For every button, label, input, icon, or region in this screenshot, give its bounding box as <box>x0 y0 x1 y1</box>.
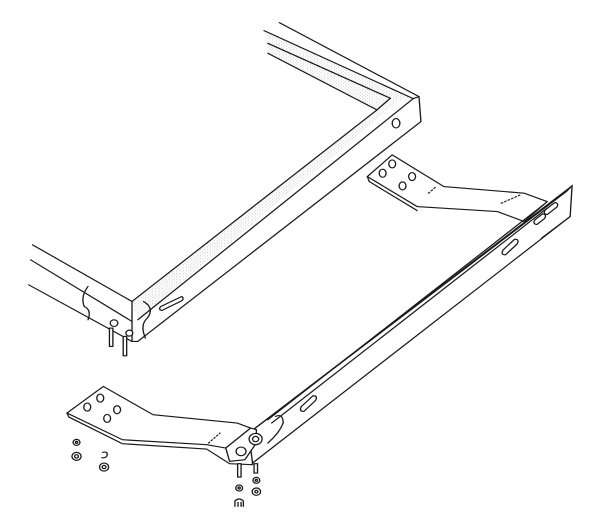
bracket-rear <box>366 154 549 223</box>
nut <box>71 451 82 461</box>
stud <box>253 463 259 474</box>
frame-bolt <box>125 329 134 337</box>
frame-bolt <box>109 319 119 328</box>
nut <box>251 487 262 496</box>
stud <box>236 463 242 478</box>
mounting-rail <box>248 184 573 465</box>
nuts-and-washers <box>71 438 262 507</box>
washer <box>252 476 261 484</box>
lock-washer <box>101 451 108 459</box>
bracket-front <box>65 385 263 478</box>
washer <box>235 484 244 492</box>
bolt-head <box>235 446 247 457</box>
nut <box>98 462 110 472</box>
frame-slot <box>158 295 184 312</box>
stud <box>108 327 114 348</box>
stud <box>122 335 128 357</box>
nut <box>234 498 245 507</box>
washer <box>72 438 81 446</box>
seat-frame <box>28 22 422 357</box>
frame-hole <box>391 118 401 129</box>
